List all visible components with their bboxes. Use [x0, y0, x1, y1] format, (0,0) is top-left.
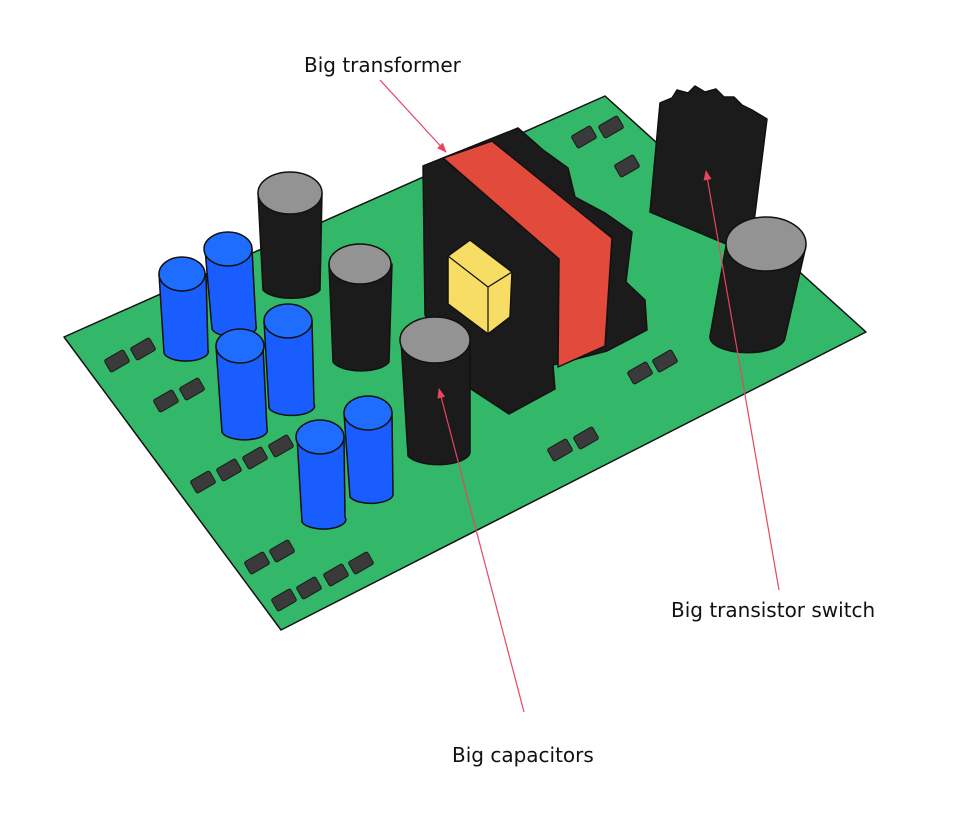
smd-chip	[104, 349, 130, 373]
smd-chip	[614, 154, 640, 178]
smd-chip	[130, 337, 156, 361]
blue-capacitor	[215, 328, 269, 441]
transistor-switch-label: Big transistor switch	[671, 598, 876, 622]
smd-chip	[547, 438, 573, 462]
capacitors-leader-line	[437, 388, 525, 713]
smd-chip	[244, 551, 270, 575]
smd-chip	[323, 563, 349, 587]
smd-chip	[268, 434, 294, 458]
transistor-leader-line	[703, 170, 780, 591]
transformer-leader-line	[379, 79, 447, 153]
blue-capacitor	[263, 303, 316, 417]
smd-chip	[627, 361, 653, 385]
smd-chip	[271, 588, 297, 612]
transistor-switch	[649, 85, 768, 255]
smd-chip	[571, 125, 597, 149]
black-capacitor	[709, 216, 807, 354]
blue-capacitor	[158, 256, 210, 362]
smd-chips	[104, 115, 678, 612]
smd-chip	[242, 446, 268, 470]
smd-chip	[296, 576, 322, 600]
smd-chip	[598, 115, 624, 139]
smd-chip	[179, 377, 205, 401]
capacitors-label: Big capacitors	[452, 743, 594, 767]
smd-chip	[216, 458, 242, 482]
blue-capacitor	[203, 231, 258, 338]
transformer-label: Big transformer	[304, 53, 461, 77]
smd-chip	[348, 551, 374, 575]
smd-chip	[269, 539, 295, 563]
smd-chip	[573, 426, 599, 450]
smd-chip	[652, 349, 678, 373]
black-capacitor	[399, 316, 471, 466]
blue-capacitor	[343, 395, 394, 505]
black-capacitor	[328, 243, 393, 372]
smd-chip	[190, 470, 216, 494]
black-capacitor	[257, 171, 323, 299]
transformer	[422, 127, 648, 415]
smd-chip	[153, 389, 179, 413]
blue-capacitor	[295, 419, 347, 530]
